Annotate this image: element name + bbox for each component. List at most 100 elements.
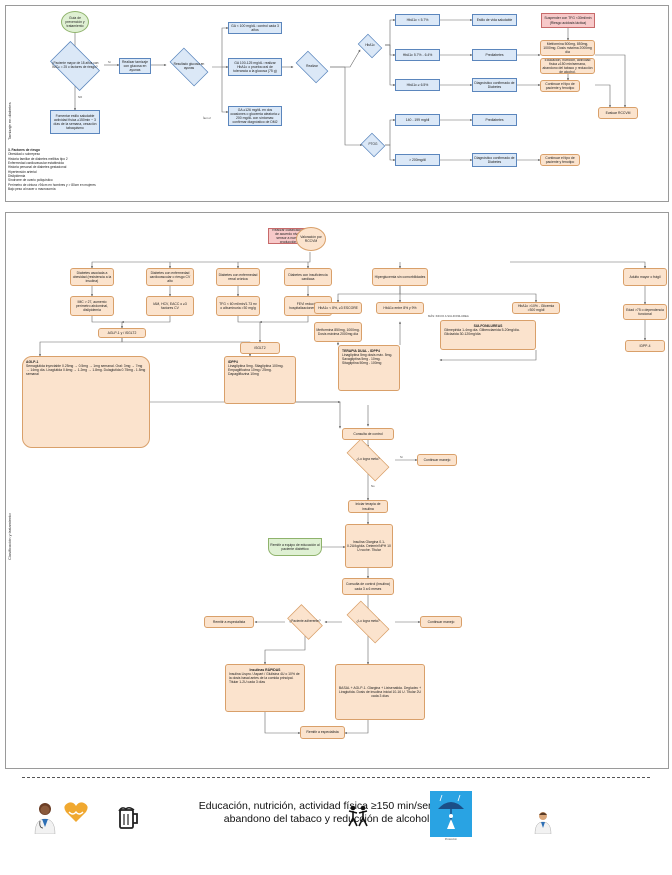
detail-obesity[interactable]: IMC > 27, aumento perímetro abdominal, d…: [70, 296, 114, 316]
idpp4-text: Linagliptina 5mg. Sitagliptina 100mg. Em…: [228, 364, 284, 377]
risk-factors: 3. Factores de riesgo Obesidad o sobrepe…: [8, 148, 208, 191]
sglt2-box[interactable]: iSGLT2: [240, 342, 280, 354]
result-normal[interactable]: GA < 100 mg/dL: control cada 3 años: [228, 22, 282, 34]
decision-adherence[interactable]: ¿Paciente adherente?: [284, 604, 326, 640]
suspend-metformin-note: Suspender con TFG <30ml/min (Riesgo acid…: [541, 13, 595, 28]
outcome-diabetes-1[interactable]: Diagnóstico confirmado de Diabetes: [472, 78, 517, 92]
risk-item: Perímetro de cintura >94cm en hombres y …: [8, 182, 96, 187]
hba1c-below-8[interactable]: HbA1c < 8%, ≥3 ESCORE: [314, 302, 362, 314]
doctor-woman-icon: [33, 800, 57, 834]
footer-recommendation: Educación, nutrición, actividad física ≥…: [198, 800, 458, 826]
outcome-healthy[interactable]: Estilo de vida saludable: [472, 14, 517, 26]
dual-therapy-title: TERAPIA DUAL - IDPP4: [342, 349, 380, 353]
detail-cardiovascular[interactable]: IAM, HCV, EACC o ≥3 factores CV: [146, 296, 194, 316]
umbrella-protection-icon: Protección: [430, 788, 472, 843]
control-visit-1[interactable]: Consulta de control: [342, 428, 394, 440]
result-diabetes[interactable]: GA ≥126 mg/dL en dos ocasiones o glucemi…: [228, 106, 282, 126]
outcome-prediabetes-2[interactable]: Prediabetes: [472, 114, 517, 126]
beer-mug-icon: [118, 806, 140, 830]
sulfo-add-label: MÁS: INICIO A SULFONILUREA: [428, 314, 469, 318]
education-box[interactable]: Educación, nutrición, actividad física ≥…: [540, 58, 595, 74]
risk-item: Historia personal de diabetes gestaciona…: [8, 165, 67, 170]
decision-age-risk[interactable]: ¿Paciente mayor de 18 años con IMC≥ = 25…: [46, 41, 104, 91]
start-insulin[interactable]: Iniciar terapia de insulina: [348, 500, 388, 513]
continue-box-2[interactable]: Continuar el tipo de paciente y fenotipo: [540, 154, 580, 166]
decision-goal-2[interactable]: ¿Lo logra meta?: [340, 600, 396, 644]
metformin-box[interactable]: Metformina 500mg, 850mg, 1000mg. Dosis m…: [540, 40, 595, 56]
dual-therapy-text: Linagliptina 5mg dosis máx. 5mg. Saxagli…: [342, 353, 393, 366]
refer-specialist-2[interactable]: Remitir a especialista: [300, 726, 345, 739]
footer-separator: [22, 777, 650, 778]
continue-box-1[interactable]: Continuar el tipo de paciente y fenotipo: [540, 80, 580, 92]
label-yes-mid-1: Sí: [400, 455, 403, 459]
basal-insulin-box[interactable]: Insulina Glargina 0.1-0.2U/kg/día. Detem…: [345, 524, 393, 568]
risk-item: Hipertensión arterial: [8, 169, 37, 174]
detail-renal[interactable]: TFG < 60 ml/min/1.73 m² o albuminuria >3…: [216, 296, 260, 316]
dpp4-elderly[interactable]: IDPP-4: [625, 340, 665, 352]
evaluate-rcv[interactable]: Evaluar RCCVM: [598, 107, 638, 119]
hba1c-low[interactable]: HbA1c < 5.7%: [395, 14, 440, 26]
class-elderly[interactable]: Adulto mayor o frágil: [623, 268, 667, 286]
rapid-insulin-title: Insulinas RÁPIDAS: [249, 668, 281, 672]
hba1c-above-10[interactable]: HbA1c >10% - Glicemia >300 mg/dl: [512, 302, 560, 314]
class-no-comorbidity[interactable]: Hiperglucemia sin comorbilidades: [372, 268, 428, 286]
item2-label: Ítem 2: [203, 116, 211, 120]
outcome-prediabetes-1[interactable]: Prediabetes: [472, 49, 517, 61]
risk-item: Historia familiar de diabetes mellitus t…: [8, 156, 68, 161]
rapid-insulin-text: Insulina Lispro / Aspart / Glulisina 4U …: [229, 672, 300, 685]
continue-mgmt-2[interactable]: Continuar manejo: [420, 616, 462, 628]
decision-fasting-result[interactable]: Resultado glucosa en ayunas: [165, 47, 213, 87]
outcome-diabetes-2[interactable]: Diagnóstico confirmado de Diabetes: [472, 153, 517, 167]
risk-factors-title: 3. Factores de riesgo: [8, 148, 40, 152]
control-visit-2[interactable]: Consulta de control (insulina) cada 3 a …: [342, 578, 394, 595]
sulfonylureas-title: SULFONILUREAS: [473, 324, 503, 328]
basal-plus-box[interactable]: BASAL + AGLP-1. Glargina + Lixisenatida.…: [335, 664, 425, 720]
sulfonylureas-box[interactable]: SULFONILUREAS Glimepirida 1-4mg día. Gli…: [440, 320, 536, 350]
screen-glucose[interactable]: Realizar tamizaje con glucosa en ayunas: [119, 58, 151, 74]
continue-mgmt-1[interactable]: Continuar manejo: [417, 454, 457, 466]
idpp4-box[interactable]: iDPP4 Linagliptina 5mg. Sitagliptina 100…: [224, 356, 296, 404]
idpp4-title: iDPP4: [228, 360, 238, 364]
dual-therapy-box[interactable]: TERAPIA DUAL - IDPP4 Linagliptina 5mg do…: [338, 345, 400, 391]
umbrella-caption: Protección: [444, 837, 458, 841]
ptog-mid[interactable]: 140 - 199 mg/dl: [395, 114, 440, 126]
class-cardiovascular[interactable]: Diabetes con enfermedad cardiovascular o…: [146, 268, 194, 286]
aglp1-title: AGLP-1: [26, 360, 39, 364]
rccvm-start[interactable]: Valoración por RCCVM: [296, 227, 326, 251]
start-guide[interactable]: Guía de prevención y tratamiento: [61, 11, 89, 33]
aglp1-box[interactable]: AGLP-1 Semaglutida inyectable 0.25mg → 0…: [22, 356, 150, 448]
label-no-mid-1: No: [371, 484, 375, 488]
class-heart-failure[interactable]: Diabetes con insuficiencia cardiaca: [284, 268, 332, 286]
decision-perform[interactable]: Realizar: [292, 50, 332, 84]
rapid-insulin-box[interactable]: Insulinas RÁPIDAS Insulina Lispro / Aspa…: [225, 664, 305, 712]
risk-item: Síndrome de ovario poliquístico: [8, 178, 53, 183]
risk-item: Bajo peso al nacer o macrosomía: [8, 186, 56, 191]
screening-frame: [5, 5, 669, 202]
elderly-detail[interactable]: Edad >75 o dependencia funcional: [623, 304, 667, 320]
refer-specialist-1[interactable]: Remitir a especialista: [204, 616, 254, 628]
metformin-mid[interactable]: Metformina 850mg, 1000mg. Dosis máxima 2…: [314, 322, 362, 342]
result-prediabetes[interactable]: GA 100-125 mg/dL: realizar HbA1c o prueb…: [228, 58, 282, 76]
education-referral[interactable]: Remitir a equipo de educación al pacient…: [268, 538, 322, 556]
sulfonylureas-text: Glimepirida 1-4mg día. Glibenclamida 5-2…: [444, 328, 520, 337]
class-obesity[interactable]: Diabetes asociada a obesidad (resistenci…: [70, 268, 114, 286]
hba1c-8-9[interactable]: HbA1c entre 8% y 9%: [376, 302, 424, 314]
lifestyle-box[interactable]: Fomentar estilo saludable actividad físi…: [50, 110, 100, 134]
heart-hands-icon: [63, 800, 89, 824]
hba1c-mid[interactable]: HbA1c 5.7% - 6.4%: [395, 49, 440, 61]
aglp1-text: Semaglutida inyectable 0.25mg → 0.5mg → …: [26, 364, 146, 377]
risk-item: Obesidad o sobrepeso: [8, 152, 41, 157]
glp1-sglt2[interactable]: AGLP-1 y / iSGLT2: [98, 328, 146, 338]
decision-hba1c[interactable]: HbA1c: [356, 33, 384, 59]
class-renal[interactable]: Diabetes con enfermedad renal crónica: [216, 268, 260, 286]
exercise-icon: [347, 804, 369, 828]
decision-goal-1[interactable]: ¿Lo logra meta?: [340, 438, 396, 482]
decision-ptog[interactable]: PTOG: [360, 132, 386, 158]
label-no-top: NO: [78, 95, 83, 99]
hba1c-high[interactable]: HbA1c ≥ 6.5%: [395, 79, 440, 91]
risk-item: Dislipidemia: [8, 173, 26, 178]
ptog-high[interactable]: > 200mg/dl: [395, 154, 440, 166]
risk-item: Enfermedad cardiovascular establecida: [8, 160, 64, 165]
label-yes-top: Sí: [108, 60, 111, 64]
